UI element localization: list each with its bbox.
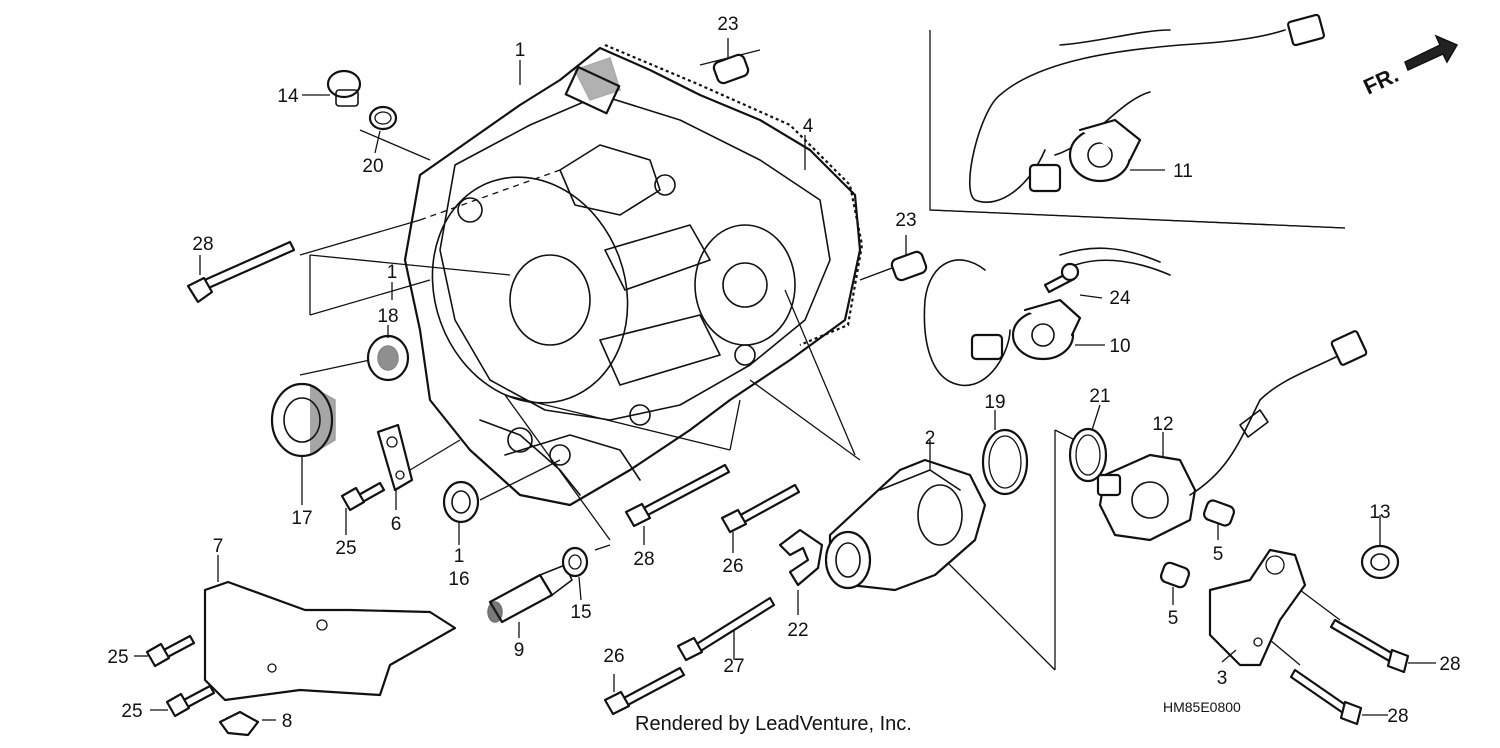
front-indicator-arrow: [1404, 34, 1459, 72]
callout-19: 19: [984, 392, 1005, 413]
callout-18: 18: [377, 306, 398, 327]
callout-16: 16: [448, 569, 469, 590]
callout-28a: 28: [192, 234, 213, 255]
callout-23a: 23: [717, 14, 738, 35]
clamp-22[interactable]: [778, 528, 824, 587]
front-indicator-label: FR.: [1360, 62, 1403, 100]
collar-5-upper[interactable]: [1202, 499, 1235, 527]
callout-5a: 5: [1213, 544, 1224, 565]
oil-filler-cap[interactable]: [326, 69, 362, 107]
callout-9: 9: [514, 640, 525, 661]
callout-11: 11: [1173, 161, 1193, 182]
o-ring-21[interactable]: [1068, 427, 1108, 483]
bracket-3[interactable]: [1208, 548, 1307, 667]
dowel-pin-lower[interactable]: [890, 250, 928, 282]
callout-6: 6: [391, 514, 402, 535]
callout-1-case: 1: [515, 40, 526, 61]
screw-24[interactable]: [1043, 262, 1080, 294]
callout-14: 14: [277, 86, 299, 107]
switch-11-harness[interactable]: [968, 13, 1325, 203]
callout-21: 21: [1089, 386, 1110, 407]
flange-bolt-28-mid[interactable]: [624, 463, 731, 528]
callout-28d: 28: [1387, 706, 1408, 727]
callout-27: 27: [723, 656, 744, 677]
callout-25c: 25: [121, 701, 142, 722]
callout-13: 13: [1369, 502, 1390, 523]
flange-bolt-26-mid[interactable]: [720, 483, 801, 534]
bracket-6[interactable]: [376, 423, 414, 492]
flange-bolt-28-left[interactable]: [186, 240, 296, 304]
oil-seal-18[interactable]: [366, 334, 410, 382]
callout-4: 4: [803, 116, 814, 137]
callout-25a: 25: [335, 538, 356, 559]
callout-5b: 5: [1168, 608, 1179, 629]
collar-5-lower[interactable]: [1159, 561, 1191, 589]
water-outlet-2[interactable]: [824, 458, 987, 592]
callout-2: 2: [925, 428, 936, 449]
plug-13[interactable]: [1360, 544, 1400, 580]
dowel-pin-upper[interactable]: [712, 53, 750, 85]
callout-26a: 26: [722, 556, 743, 577]
flange-bolt-25-lower[interactable]: [165, 684, 216, 718]
callout-8: 8: [282, 711, 293, 732]
speed-sensor-9[interactable]: [487, 564, 573, 624]
o-ring-15[interactable]: [561, 546, 589, 578]
flange-bolt-27[interactable]: [676, 596, 776, 662]
drawing-code: HM85E0800: [1163, 699, 1241, 715]
callout-23b: 23: [895, 210, 916, 231]
rear-crankcase-cover[interactable]: [401, 46, 862, 507]
callout-28b: 28: [633, 549, 654, 570]
flange-bolt-28-right-lower[interactable]: [1289, 668, 1363, 726]
callout-26b: 26: [603, 646, 624, 667]
switch-10-harness[interactable]: [923, 247, 1171, 387]
callout-15: 15: [570, 602, 591, 623]
callout-labels: 1 1 1 2 3 4 5 5 6 7 8 9 10 11 12 13 14 1…: [107, 14, 1460, 735]
callout-10: 10: [1109, 336, 1130, 357]
flange-bolt-25-left[interactable]: [145, 634, 196, 668]
flange-bolt-26-bottom[interactable]: [603, 666, 686, 716]
bearing-17[interactable]: [270, 382, 336, 458]
o-ring-20[interactable]: [368, 105, 398, 131]
guard-plate-7[interactable]: [203, 580, 457, 702]
clip-8[interactable]: [218, 710, 260, 737]
callout-1-bolts: 1: [387, 262, 398, 283]
credit-text: Rendered by LeadVenture, Inc.: [635, 713, 912, 735]
callout-12: 12: [1152, 414, 1173, 435]
callout-1-bearing: 1: [454, 546, 465, 567]
oil-seal-16[interactable]: [442, 480, 480, 524]
flange-bolt-25-upper[interactable]: [340, 481, 386, 512]
o-ring-19[interactable]: [981, 428, 1029, 496]
flange-bolt-28-right-upper[interactable]: [1329, 618, 1410, 674]
callout-24: 24: [1109, 288, 1131, 309]
callout-25b: 25: [107, 647, 128, 668]
callout-3: 3: [1217, 668, 1228, 689]
reference-lines: [299, 30, 1346, 671]
callout-28c: 28: [1439, 654, 1460, 675]
callout-20: 20: [362, 156, 383, 177]
cover-gasket[interactable]: [604, 43, 864, 347]
callout-17: 17: [291, 508, 312, 529]
callout-leaders: [134, 38, 1436, 721]
callout-22: 22: [787, 620, 808, 641]
callout-7: 7: [213, 536, 224, 557]
angle-sensor-12[interactable]: [1096, 330, 1368, 542]
